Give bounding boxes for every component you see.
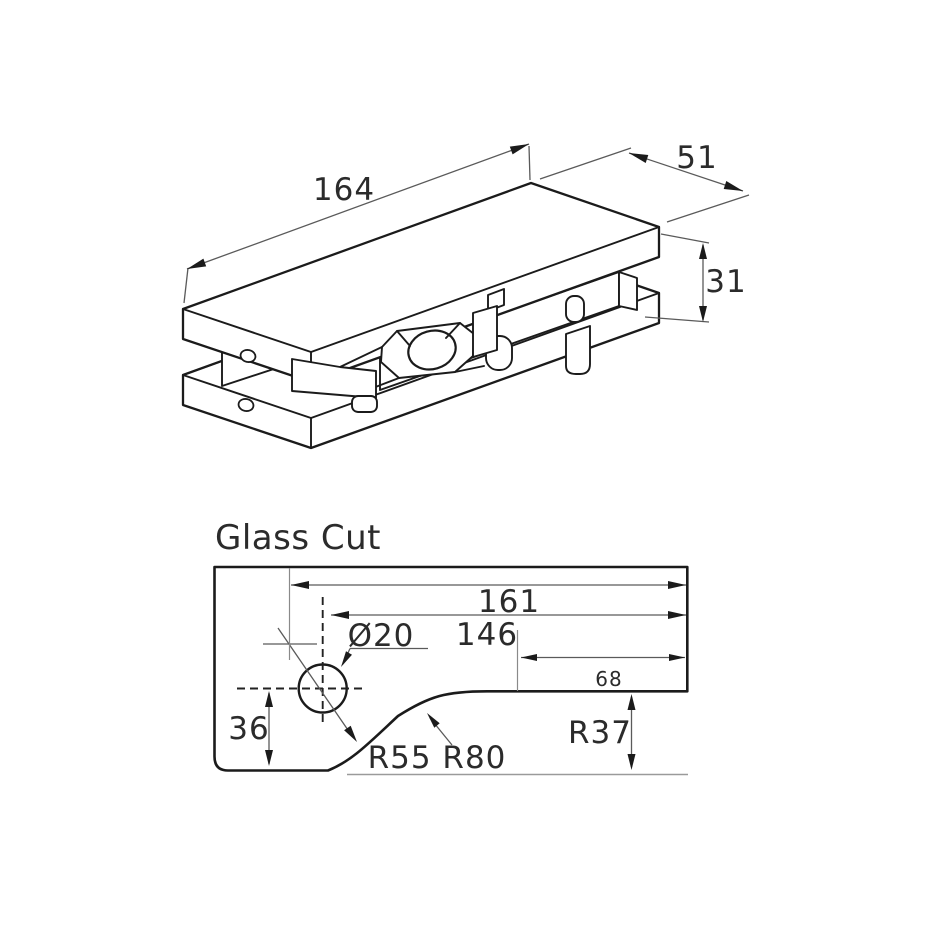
dim-r37-label: R37 [568, 715, 632, 751]
pin-stub [487, 288, 505, 312]
dim-161: 161 [288, 568, 686, 660]
arrowhead [265, 750, 273, 766]
dim-hole-diameter: Ø20 [341, 618, 428, 667]
cam-hole [407, 329, 457, 371]
arrowhead [187, 258, 207, 269]
arrowhead [427, 713, 440, 728]
arrowhead [629, 153, 649, 163]
arrowhead [627, 694, 636, 710]
arrowhead [344, 725, 357, 742]
dim-height-label: 31 [705, 264, 746, 300]
arrowhead [699, 306, 707, 322]
dim-36-label: 36 [228, 711, 269, 747]
arrowhead [668, 611, 686, 619]
dim-hole-label: Ø20 [348, 618, 415, 654]
glass-outline [213, 565, 689, 772]
dim-161-label: 161 [478, 584, 540, 620]
dim-width-label: 51 [676, 140, 717, 176]
dim-length-164: 164 [183, 143, 531, 304]
arrowhead [669, 654, 685, 661]
pivot-cam [339, 322, 485, 397]
arrowhead [341, 651, 352, 667]
arrowhead [509, 144, 529, 155]
screw-hole-bottom [237, 398, 255, 412]
dim-36: 36 [228, 691, 273, 766]
arrowhead [291, 581, 309, 589]
arrowhead [331, 611, 349, 619]
dim-146: 146 [331, 611, 686, 653]
arrowhead [521, 654, 537, 661]
right-clamp-strap [472, 305, 591, 375]
dim-r37: R37 [568, 694, 636, 770]
screw-hole-top [239, 349, 257, 363]
dim-height-31: 31 [644, 233, 746, 323]
arrowhead [668, 581, 686, 589]
dim-radii: R55 R80 [347, 713, 688, 776]
glass-cut-view: Glass Cut 161 146 [213, 518, 689, 776]
top-plate [181, 181, 661, 384]
pivot-pin [565, 295, 585, 323]
dim-68: 68 [516, 630, 685, 691]
arrowhead [627, 754, 636, 770]
arrowhead [265, 691, 273, 707]
left-clamp-strap [291, 358, 378, 413]
arrowhead [723, 181, 743, 191]
dim-146-label: 146 [456, 617, 518, 653]
isometric-view: 164 51 31 [181, 140, 750, 450]
dim-68-label: 68 [595, 667, 622, 691]
section-title: Glass Cut [215, 518, 381, 558]
dim-radii-label: R55 R80 [368, 740, 507, 776]
dim-length-label: 164 [313, 172, 375, 208]
arrowhead [699, 243, 707, 259]
dim-width-51: 51 [539, 140, 750, 223]
